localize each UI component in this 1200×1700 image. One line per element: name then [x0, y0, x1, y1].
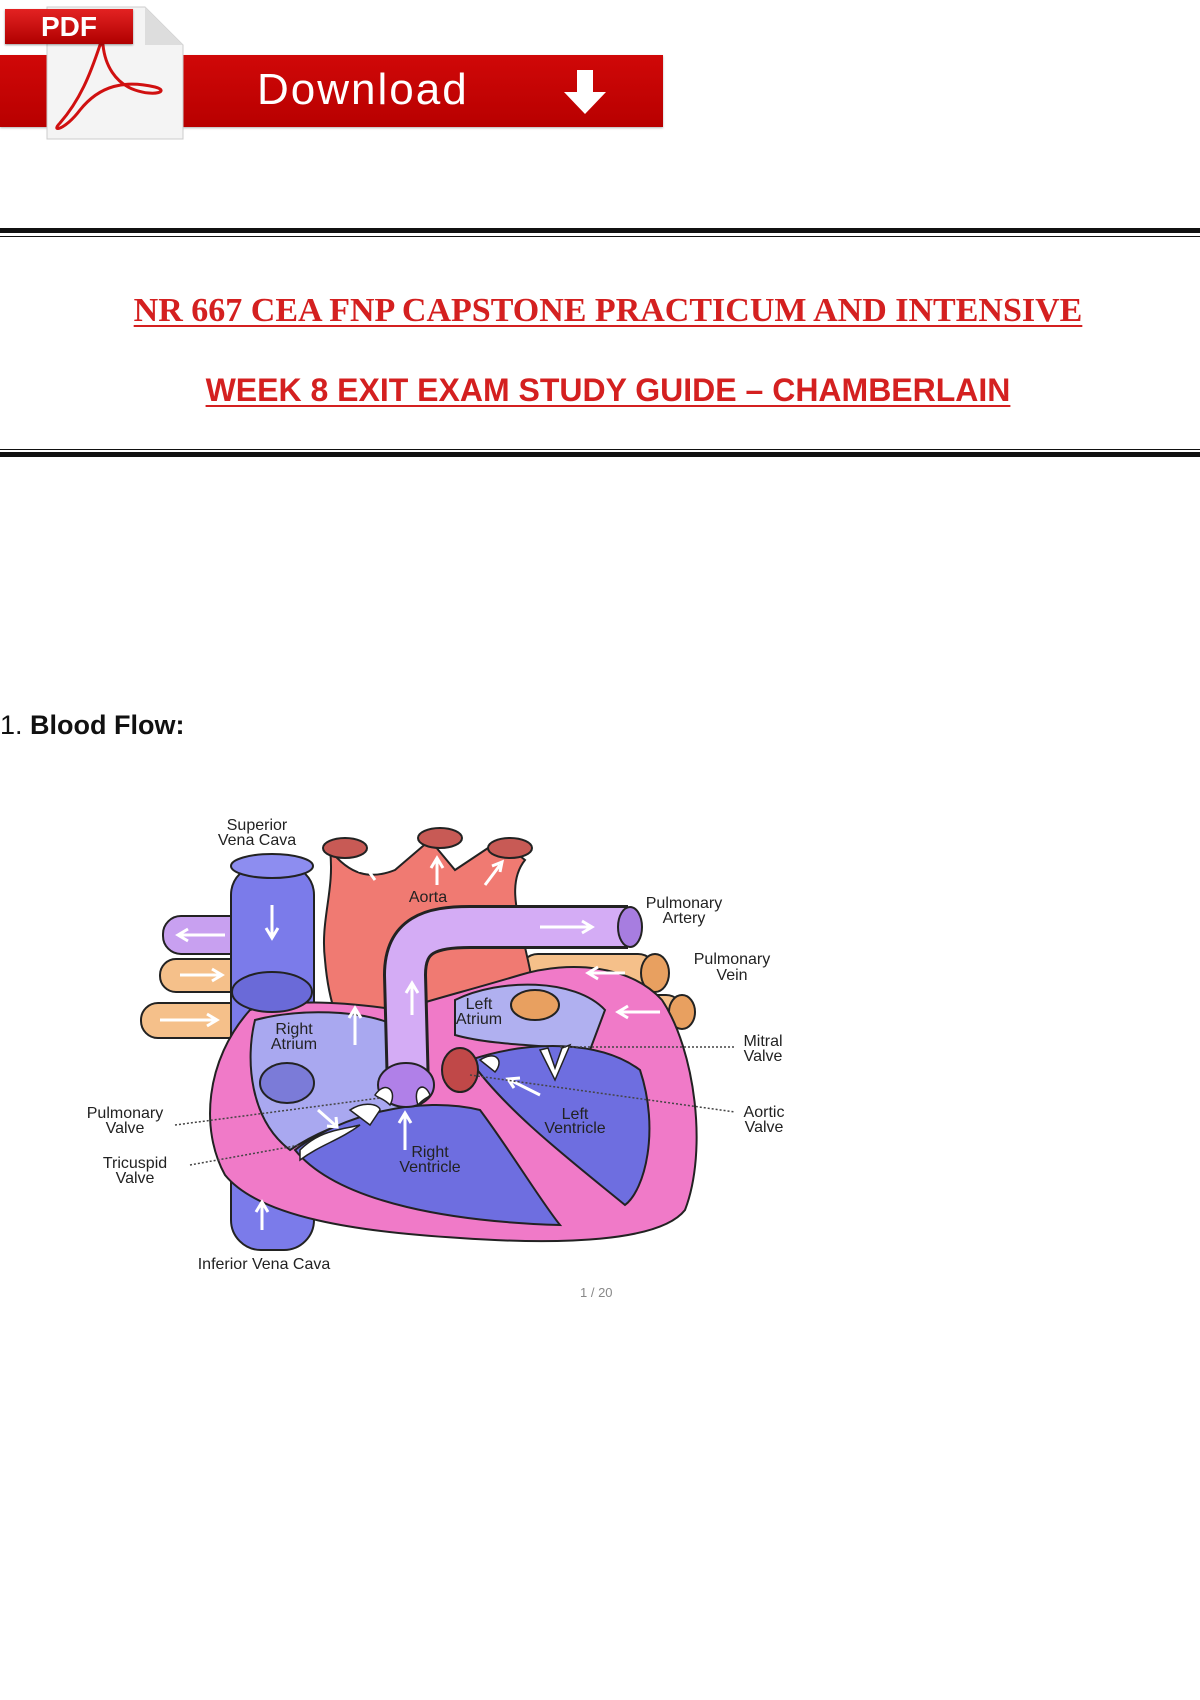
label-pulv-1: Pulmonary [87, 1105, 163, 1122]
label-aorta: Aorta [409, 889, 447, 906]
section-title: Blood Flow: [30, 710, 185, 740]
download-arrow-icon[interactable] [560, 68, 610, 118]
section-number: 1. [0, 710, 23, 740]
label-la-1: Left [466, 996, 493, 1013]
left-ventricle [468, 1045, 651, 1207]
label-ra-1: Right [275, 1021, 313, 1038]
header-rule-thick [0, 228, 1200, 233]
label-lv-2: Ventricle [544, 1120, 605, 1137]
label-pulv-2: Valve [106, 1120, 145, 1137]
label-pa-1: Pulmonary [646, 895, 722, 912]
flow-arrows [160, 855, 660, 1230]
header-rule-thin [0, 236, 1200, 237]
label-pv-2: Vein [716, 967, 747, 984]
section-heading: 1. Blood Flow: [0, 710, 185, 741]
label-svc-2: Vena Cava [218, 832, 296, 849]
page-indicator: 1 / 20 [580, 1285, 613, 1300]
label-av-1: Aortic [744, 1104, 785, 1121]
label-mv-2: Valve [744, 1048, 783, 1065]
label-av-2: Valve [745, 1119, 784, 1136]
footer-rule-thick [0, 452, 1200, 457]
leader-lines [174, 1046, 736, 1166]
label-mv-1: Mitral [743, 1033, 782, 1050]
label-tv-2: Valve [116, 1170, 155, 1187]
label-ra-2: Atrium [271, 1036, 317, 1053]
label-ivc: Inferior Vena Cava [198, 1256, 331, 1273]
document-title-line2: WEEK 8 EXIT EXAM STUDY GUIDE – CHAMBERLA… [205, 372, 1011, 408]
label-lv-1: Left [562, 1106, 589, 1123]
footer-rule-thin [0, 449, 1200, 450]
pdf-badge: PDF [5, 9, 133, 44]
label-pa-2: Artery [663, 910, 706, 927]
label-pv-1: Pulmonary [694, 951, 770, 968]
document-title-line1: NR 667 CEA FNP CAPSTONE PRACTICUM AND IN… [133, 292, 1083, 329]
label-rv-1: Right [411, 1144, 449, 1161]
download-label[interactable]: Download [257, 65, 469, 114]
label-svc-1: Superior [227, 817, 288, 834]
heart-diagram: Superior Vena Cava Aorta Pulmonary Arter… [87, 817, 785, 1273]
label-rv-2: Ventricle [399, 1159, 460, 1176]
label-tv-1: Tricuspid [103, 1155, 167, 1172]
pulmonary-artery [385, 908, 628, 1091]
label-la-2: Atrium [456, 1011, 502, 1028]
right-ventricle [293, 1104, 563, 1227]
